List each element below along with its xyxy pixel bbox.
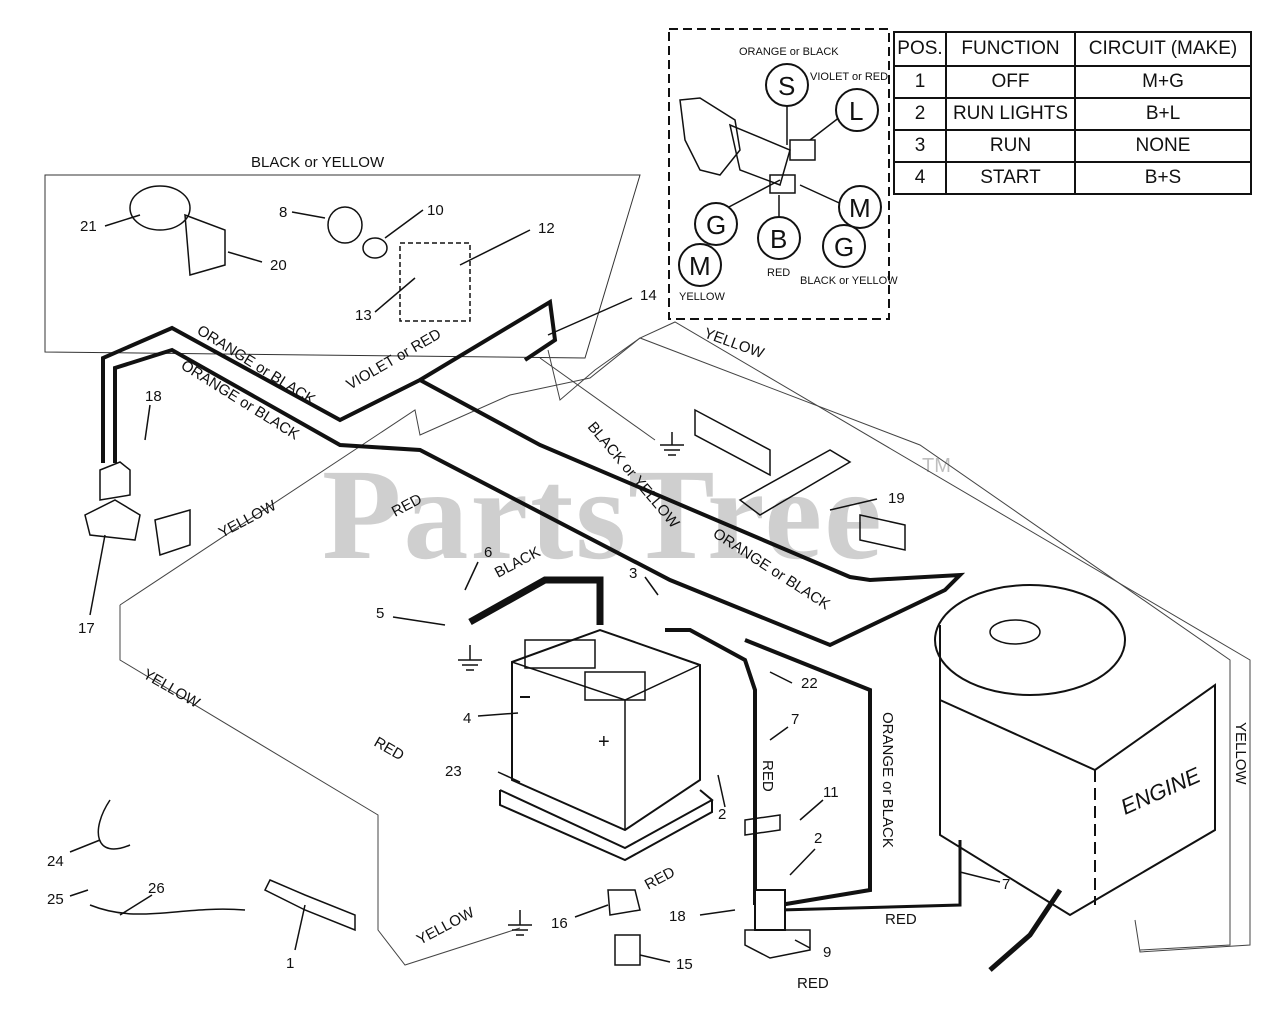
callout-18b: 18 <box>669 908 686 925</box>
table-cell-function: RUN <box>945 129 1076 163</box>
table-row: 1 OFF M+G <box>893 65 1252 99</box>
callout-20: 20 <box>270 257 287 274</box>
harness-orange-black-1 <box>101 325 966 648</box>
label-yellow-vertical-right: YELLOW <box>1232 722 1249 785</box>
starter-solenoid <box>744 889 811 959</box>
terminal-g2: G <box>834 232 854 262</box>
watermark-tm: TM <box>922 455 951 477</box>
terminal-l: L <box>849 96 863 126</box>
table-cell-function: RUN LIGHTS <box>945 97 1076 131</box>
label-red-left: RED <box>371 734 407 765</box>
table-cell-circuit: M+G <box>1074 65 1252 99</box>
table-cell-circuit: B+S <box>1074 161 1252 195</box>
engine-block <box>934 584 1216 917</box>
callout-23: 23 <box>445 763 462 780</box>
inset-label-violet-red: VIOLET or RED <box>810 71 888 83</box>
ignition-switch-inset <box>668 28 890 320</box>
battery-cable-black <box>468 576 604 626</box>
ignition-switch-illustration <box>679 97 850 238</box>
parts-small <box>84 185 906 966</box>
table-cell-circuit: B+L <box>1074 97 1252 131</box>
callout-12: 12 <box>538 220 555 237</box>
terminal-m1: M <box>849 193 871 223</box>
table-cell-circuit: NONE <box>1074 129 1252 163</box>
terminal-b: B <box>770 224 787 254</box>
table-cell-function: OFF <box>945 65 1076 99</box>
ignition-function-table: POS. FUNCTION CIRCUIT (MAKE) 1 OFF M+G 2… <box>893 31 1252 195</box>
label-yellow-left: YELLOW <box>140 666 203 712</box>
wire-engine-red-7 <box>779 840 962 912</box>
callout-21: 21 <box>80 218 97 235</box>
table-header-row: POS. FUNCTION CIRCUIT (MAKE) <box>893 31 1252 67</box>
label-orange-or-black-2: ORANGE or BLACK <box>178 357 302 443</box>
engine-starter-cable <box>988 888 1063 972</box>
table-header-circuit: CIRCUIT (MAKE) <box>1074 31 1252 67</box>
label-yellow-bottom: YELLOW <box>414 904 478 949</box>
label-yellow-left-mid: YELLOW <box>216 497 280 542</box>
callout-1: 1 <box>286 955 294 972</box>
terminal-g1: G <box>706 210 726 240</box>
label-red-vertical: RED <box>759 760 776 792</box>
callout-9: 9 <box>823 944 831 961</box>
table-cell-pos: 3 <box>893 129 947 163</box>
label-red-bottom: RED <box>797 975 829 992</box>
terminal-m2: M <box>689 251 711 281</box>
watermark-text: PartsTree <box>322 443 884 587</box>
inset-label-red: RED <box>767 267 790 279</box>
table-row: 2 RUN LIGHTS B+L <box>893 97 1252 131</box>
callout-8: 8 <box>279 204 287 221</box>
table-header-pos: POS. <box>893 31 947 67</box>
callout-2a: 2 <box>718 806 726 823</box>
table-cell-function: START <box>945 161 1076 195</box>
callout-15: 15 <box>676 956 693 973</box>
callout-17: 17 <box>78 620 95 637</box>
callout-25: 25 <box>47 891 64 908</box>
battery-cable-red-22 <box>665 628 757 905</box>
callout-leaders <box>69 209 1001 963</box>
label-black-or-yellow-top: BLACK or YELLOW <box>251 154 385 171</box>
table-cell-pos: 1 <box>893 65 947 99</box>
label-red-solenoid: RED <box>885 911 917 928</box>
wire-yellow-top <box>547 337 1231 951</box>
label-red-bottom-mid: RED <box>642 864 678 894</box>
table-row: 4 START B+S <box>893 161 1252 195</box>
inset-label-black-yellow: BLACK or YELLOW <box>800 275 898 287</box>
callout-5: 5 <box>376 605 384 622</box>
table-cell-pos: 2 <box>893 97 947 131</box>
callout-7b: 7 <box>1002 876 1010 893</box>
callout-22: 22 <box>801 675 818 692</box>
label-engine: ENGINE <box>1117 762 1205 819</box>
callout-7a: 7 <box>791 711 799 728</box>
table-cell-pos: 4 <box>893 161 947 195</box>
harness-red-main <box>744 638 872 907</box>
callout-2b: 2 <box>814 830 822 847</box>
callout-3: 3 <box>629 565 637 582</box>
callout-6: 6 <box>484 544 492 561</box>
harness-violet-red <box>418 298 558 382</box>
inset-label-yellow: YELLOW <box>679 291 725 303</box>
table-header-function: FUNCTION <box>945 31 1076 67</box>
callout-16: 16 <box>551 915 568 932</box>
svg-text:+: + <box>598 731 610 753</box>
callout-4: 4 <box>463 710 471 727</box>
callout-26: 26 <box>148 880 165 897</box>
ground-symbols <box>458 432 684 936</box>
callout-13: 13 <box>355 307 372 324</box>
dash-panel-outline <box>44 174 641 359</box>
callout-24: 24 <box>47 853 64 870</box>
inset-label-orange-black: ORANGE or BLACK <box>739 46 839 58</box>
label-orange-or-black-vertical: ORANGE or BLACK <box>879 712 896 848</box>
table-row: 3 RUN NONE <box>893 129 1252 163</box>
callout-19: 19 <box>888 490 905 507</box>
callout-14: 14 <box>640 287 657 304</box>
terminal-s: S <box>778 71 795 101</box>
callout-18a: 18 <box>145 388 162 405</box>
callout-11: 11 <box>823 784 839 801</box>
terminal-circles <box>678 63 882 287</box>
battery-tray <box>499 789 714 862</box>
callout-10: 10 <box>427 202 444 219</box>
battery: + <box>511 628 701 832</box>
wire-black-yellow <box>539 357 656 441</box>
